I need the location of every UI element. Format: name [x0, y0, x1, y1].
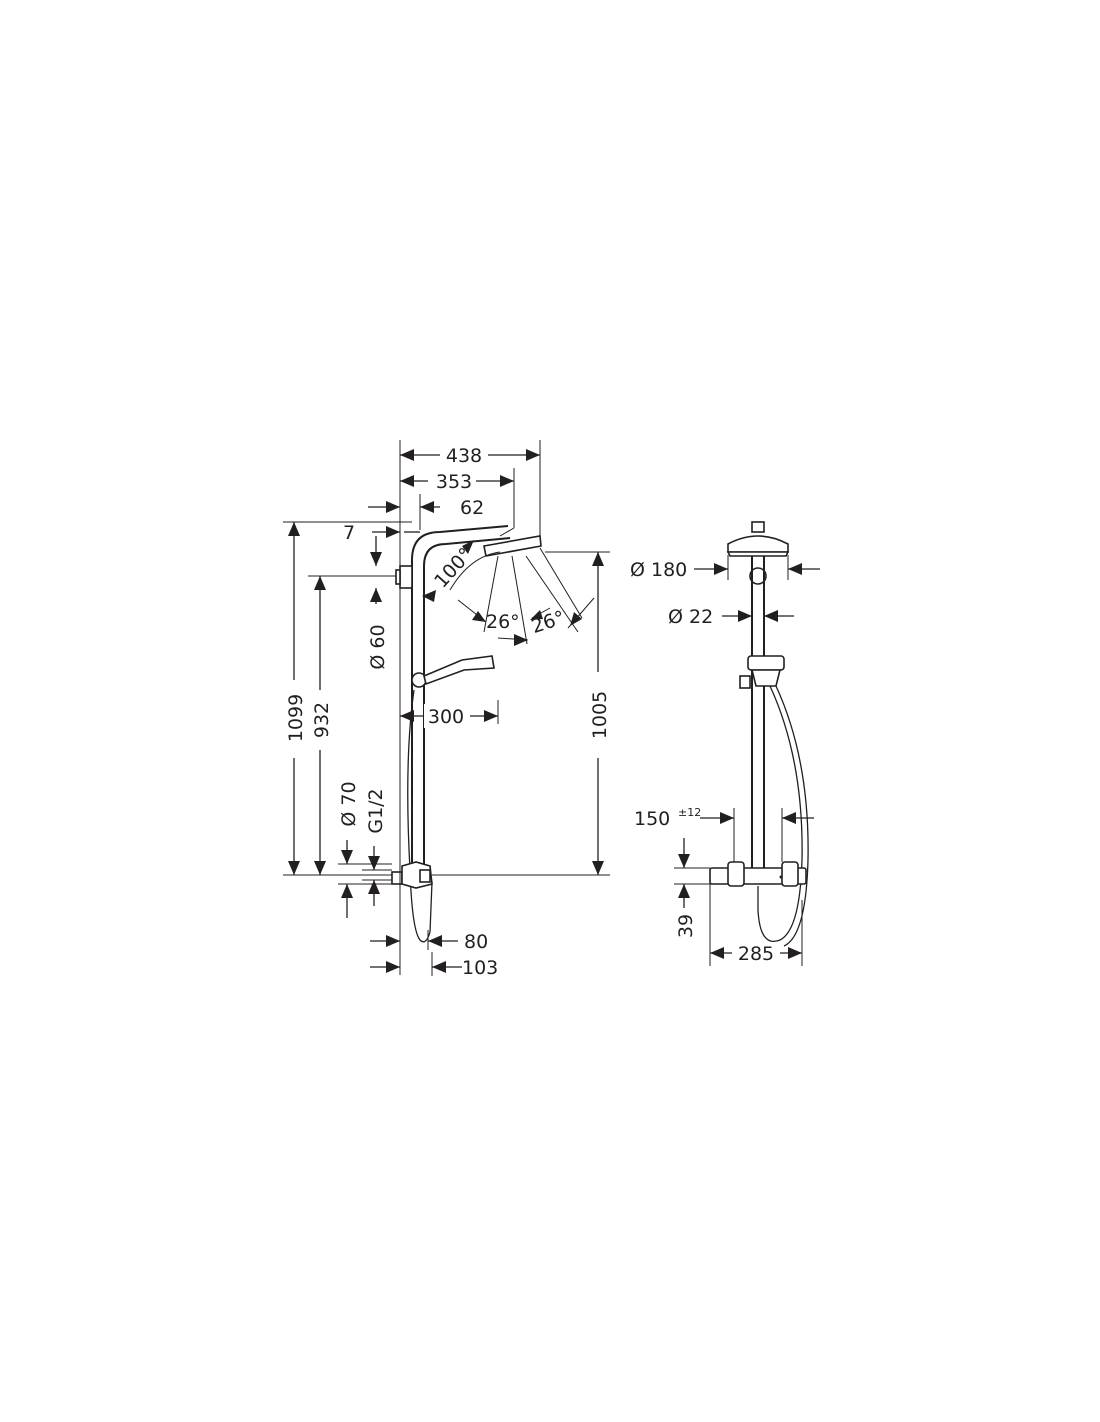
- side-view: 438 353 62 7 100° 26° 26°: [283, 440, 611, 979]
- spray-line: [539, 547, 583, 619]
- dim-103: 103: [462, 957, 498, 979]
- riser-pipe-inner: [423, 537, 511, 875]
- front-view: Ø 180 Ø 22 150 ±12 39 285: [630, 521, 820, 966]
- dim-300: 300: [428, 706, 464, 728]
- overhead-shower-front: [751, 521, 765, 533]
- shower-hose: [407, 689, 433, 943]
- overhead-shower-head: [483, 535, 542, 557]
- dim-dia60: Ø 60: [367, 624, 389, 669]
- dim-7: 7: [343, 522, 355, 544]
- dim-1005: 1005: [589, 691, 611, 739]
- riser-pipe: [411, 525, 509, 875]
- dim-dia22: Ø 22: [668, 606, 713, 628]
- dim-80: 80: [464, 931, 488, 953]
- dim-dia70: Ø 70: [338, 781, 360, 826]
- dim-26deg-a: 26°: [486, 611, 520, 633]
- dim-285: 285: [738, 943, 774, 965]
- dim-39: 39: [675, 914, 697, 938]
- dim-g12: G1/2: [365, 788, 387, 833]
- dim-150: 150: [634, 808, 670, 830]
- dim-26deg-b: 26°: [529, 607, 568, 638]
- dim-150-tolerance: ±12: [678, 806, 701, 819]
- spray-line: [511, 555, 528, 645]
- dim-dia180: Ø 180: [630, 559, 687, 581]
- hand-shower-front: [747, 655, 785, 671]
- dim-353: 353: [436, 471, 472, 493]
- shower-hose-front: [757, 685, 803, 942]
- slider-knob: [411, 672, 427, 688]
- dim-62: 62: [460, 497, 484, 519]
- spray-line: [525, 555, 579, 633]
- dim-932: 932: [311, 702, 333, 738]
- hand-shower: [423, 655, 495, 686]
- dim-1099: 1099: [285, 694, 307, 742]
- wall-bracket-top: [399, 565, 413, 589]
- spray-line: [483, 555, 499, 633]
- dim-438: 438: [446, 445, 482, 467]
